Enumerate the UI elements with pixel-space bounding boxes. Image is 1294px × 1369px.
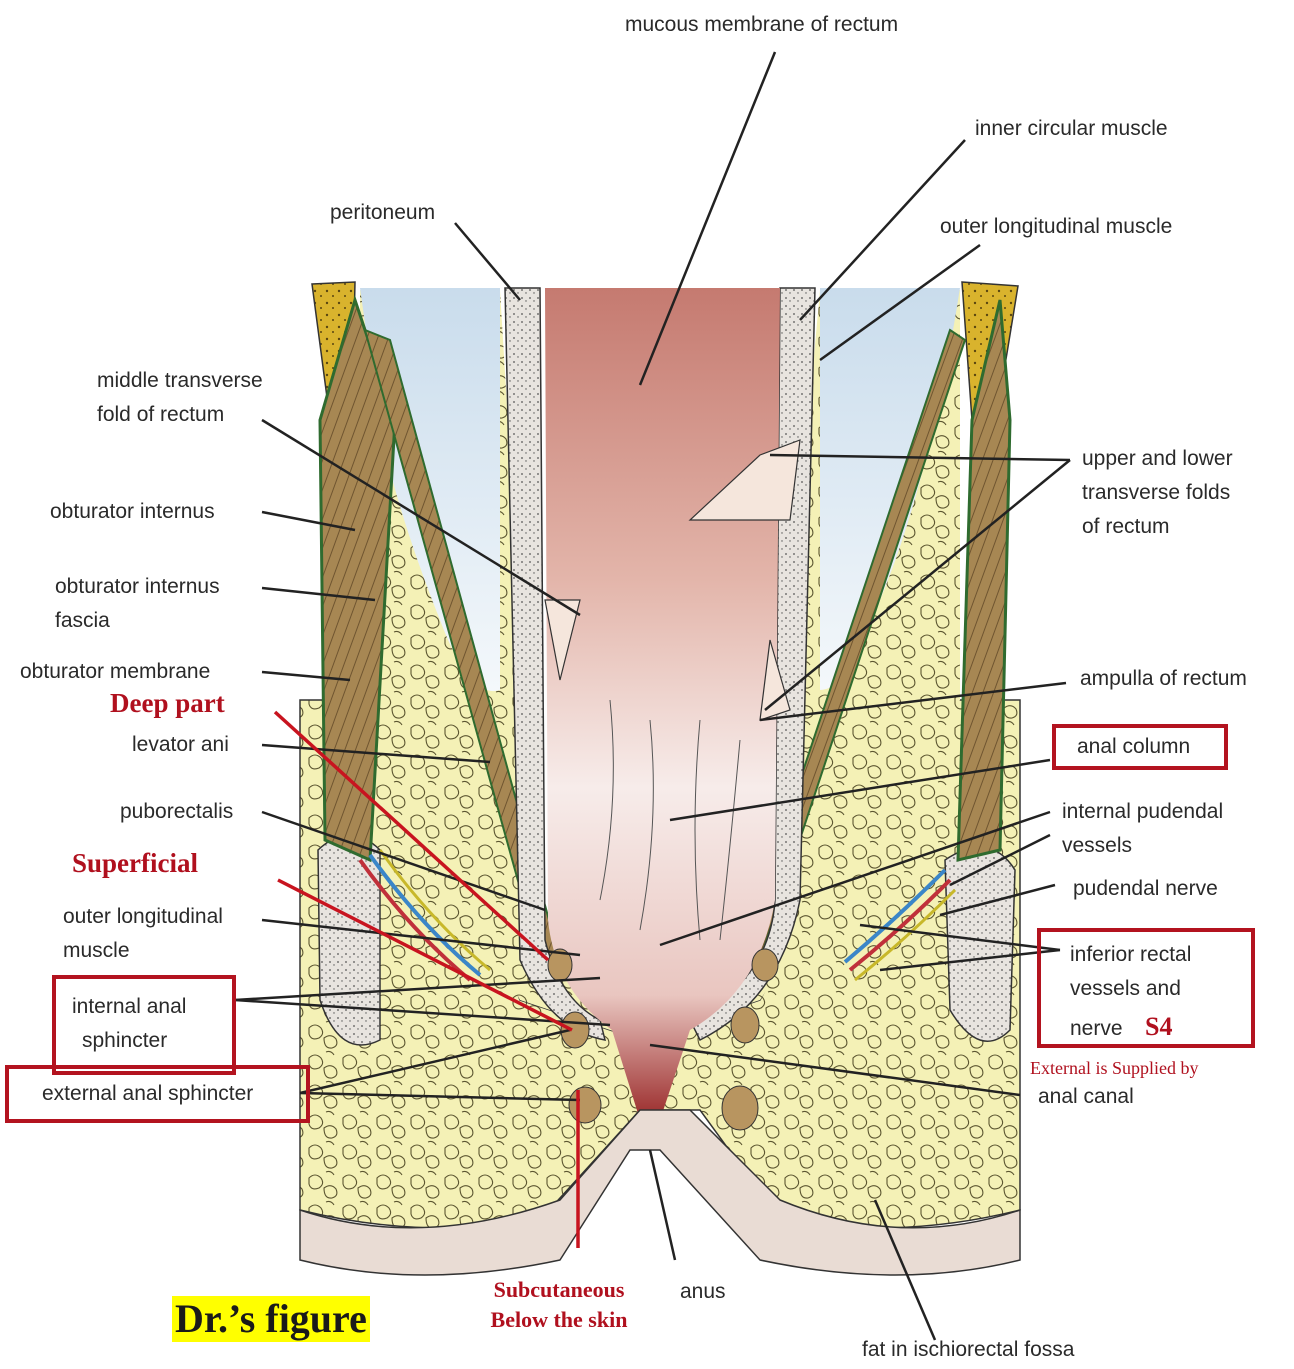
- label-mucous-membrane: mucous membrane of rectum: [625, 8, 898, 42]
- label-obturator-internus: obturator internus: [50, 495, 215, 529]
- label-outer-longitudinal-2: muscle: [63, 934, 130, 968]
- highlight-box-external-sphincter: [5, 1065, 310, 1123]
- label-outer-longitudinal-muscle-top: outer longitudinal muscle: [940, 210, 1172, 244]
- label-upper-lower-2: transverse folds: [1082, 476, 1230, 510]
- label-inner-circular-muscle: inner circular muscle: [975, 112, 1168, 146]
- annotation-superficial: Superficial: [72, 848, 198, 879]
- label-upper-lower-3: of rectum: [1082, 510, 1170, 544]
- highlight-box-internal-sphincter: [52, 975, 236, 1075]
- label-levator-ani: levator ani: [132, 728, 229, 762]
- label-outer-longitudinal-1: outer longitudinal: [63, 900, 223, 934]
- label-obturator-fascia-2: fascia: [55, 604, 110, 638]
- highlight-box-anal-column: [1052, 724, 1228, 770]
- label-puborectalis: puborectalis: [120, 795, 233, 829]
- label-obturator-membrane: obturator membrane: [20, 655, 210, 689]
- annotation-subcutaneous: Subcutaneous: [460, 1276, 658, 1304]
- label-upper-lower-1: upper and lower: [1082, 442, 1233, 476]
- figure-caption: Dr.’s figure: [172, 1296, 370, 1342]
- label-ampulla-of-rectum: ampulla of rectum: [1080, 662, 1247, 696]
- label-fat-ischiorectal: fat in ischiorectal fossa: [862, 1333, 1074, 1367]
- label-internal-pudendal-1: internal pudendal: [1062, 795, 1223, 829]
- label-obturator-fascia-1: obturator internus: [55, 570, 220, 604]
- label-middle-fold-1: middle transverse: [97, 364, 263, 398]
- label-internal-pudendal-2: vessels: [1062, 829, 1132, 863]
- label-anus: anus: [680, 1275, 726, 1309]
- label-anal-canal: anal canal: [1038, 1080, 1134, 1114]
- annotation-below-skin: Below the skin: [455, 1306, 663, 1334]
- annotation-supplied-by: External is Supplied by: [1030, 1058, 1198, 1079]
- label-middle-fold-2: fold of rectum: [97, 398, 224, 432]
- label-peritoneum: peritoneum: [330, 196, 435, 230]
- label-pudendal-nerve: pudendal nerve: [1073, 872, 1218, 906]
- annotation-s4: S4: [1145, 1012, 1172, 1042]
- annotation-deep-part: Deep part: [110, 688, 225, 719]
